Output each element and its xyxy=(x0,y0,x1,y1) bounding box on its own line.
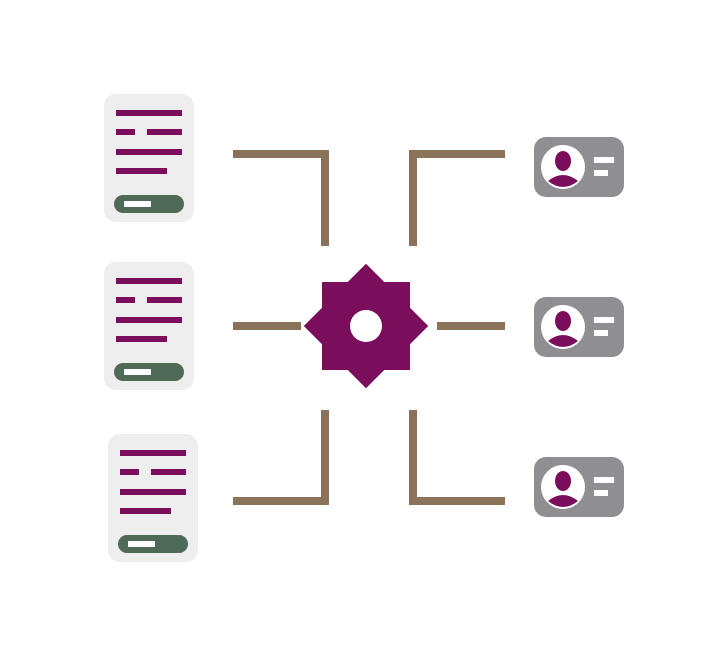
profile-card-3 xyxy=(534,457,624,517)
connector-doc1-to-hub xyxy=(233,150,329,246)
document-card-1 xyxy=(104,94,194,222)
document-card-2 xyxy=(104,262,194,390)
profile-card-1 xyxy=(534,137,624,197)
connector-doc3-to-hub xyxy=(233,410,329,505)
gear-icon xyxy=(303,263,429,389)
gear-hole xyxy=(350,310,382,342)
document-card-3 xyxy=(108,434,198,562)
profile-card-2 xyxy=(534,297,624,357)
connectors xyxy=(233,150,505,505)
connector-hub-to-profile3 xyxy=(409,410,505,505)
connector-hub-to-profile1 xyxy=(409,150,505,246)
